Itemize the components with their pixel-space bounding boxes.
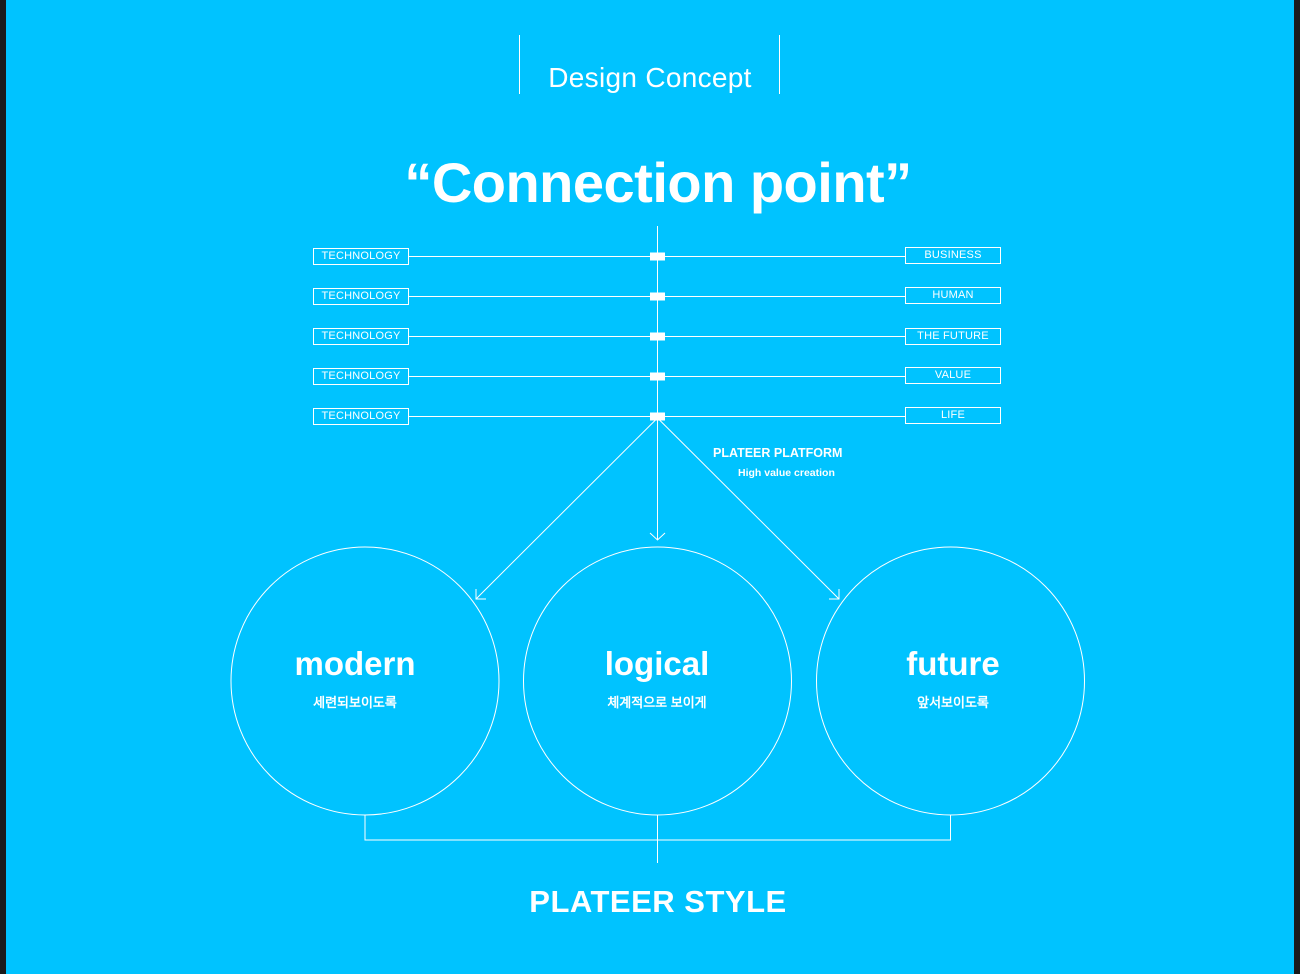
frame-edge-right (1294, 0, 1300, 974)
tag-right-the-future: THE FUTURE (905, 328, 1001, 345)
tag-right-life: LIFE (905, 407, 1001, 424)
tag-left-2: TECHNOLOGY (313, 288, 409, 305)
section-title: Design Concept (548, 62, 752, 93)
platform-title: PLATEER PLATFORM (713, 446, 843, 460)
arrow-to-modern-head (475, 589, 486, 600)
tag-right-human: HUMAN (905, 287, 1001, 304)
platform-subtitle: High value creation (738, 467, 835, 479)
arrow-down-head (649, 532, 666, 541)
connection-node-3 (650, 332, 665, 341)
arrow-to-future (657, 417, 840, 600)
concept-title-logical: logical (604, 645, 710, 682)
tag-left-3: TECHNOLOGY (313, 328, 409, 345)
tag-left-5: TECHNOLOGY (313, 408, 409, 425)
connection-node-1 (650, 252, 665, 261)
tag-left-1: TECHNOLOGY (313, 248, 409, 265)
connection-node-2 (650, 292, 665, 301)
concept-title-future: future (906, 645, 1000, 682)
frame-edge-left (0, 0, 6, 974)
design-concept-panel (6, 0, 1294, 974)
connection-node-4 (650, 372, 665, 381)
page-headline: “Connection point” (404, 151, 912, 214)
arrow-to-modern (475, 417, 658, 600)
plateer-style-label: PLATEER STYLE (529, 884, 787, 919)
concept-title-modern: modern (294, 645, 416, 682)
tag-right-business: BUSINESS (905, 247, 1001, 264)
connection-node-5 (650, 412, 665, 421)
concept-subtitle-modern: 세련되보이도록 (313, 695, 397, 710)
concept-subtitle-logical: 체계적으로 보이게 (607, 695, 707, 710)
arrow-to-future-head (829, 589, 840, 600)
concept-subtitle-future: 앞서보이도록 (917, 695, 989, 710)
tag-left-4: TECHNOLOGY (313, 368, 409, 385)
tag-right-value: VALUE (905, 367, 1001, 384)
